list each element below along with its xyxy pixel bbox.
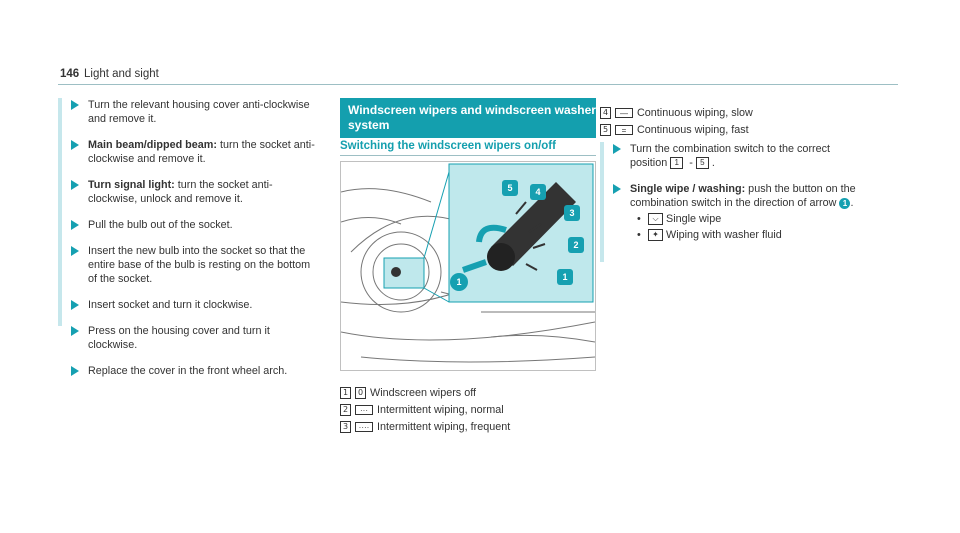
header-rule xyxy=(58,84,898,85)
wiper-switch-figure: 5 4 3 2 1 1 xyxy=(340,161,596,371)
callout-5-label: 5 xyxy=(507,183,512,193)
left-column: Turn the relevant housing cover anti-clo… xyxy=(58,98,320,390)
legend-row: 3 ···· Intermittent wiping, frequent xyxy=(340,418,510,435)
intermittent-normal-icon: ··· xyxy=(355,404,373,415)
position-number: 1 xyxy=(670,157,684,170)
callout-4-label: 4 xyxy=(535,187,540,197)
page-number: 146 xyxy=(60,68,80,80)
step-arrow-icon xyxy=(71,366,79,376)
step-item: Turn the relevant housing cover anti-clo… xyxy=(58,98,320,126)
legend-text: Windscreen wipers off xyxy=(370,386,477,399)
rotate-arrow-icon xyxy=(476,224,507,243)
dashboard-illustration: 5 4 3 2 1 1 xyxy=(340,163,596,363)
callout-3 xyxy=(564,205,580,221)
wiper-stalk xyxy=(491,182,576,266)
switch-location-marker xyxy=(383,257,425,289)
callout-1-label: 1 xyxy=(562,272,567,282)
legend-row: 5 = Continuous wiping, fast xyxy=(600,121,753,138)
step-arrow-icon xyxy=(613,184,621,194)
position-number: 4 xyxy=(600,106,611,119)
stalk-small-icon xyxy=(391,267,401,277)
legend-text: Intermittent wiping, normal xyxy=(377,403,504,416)
callout-4 xyxy=(530,184,546,200)
callout-5 xyxy=(502,180,518,196)
step-arrow-icon xyxy=(613,144,621,154)
step-arrow-icon xyxy=(71,300,79,310)
washer-fluid-icon: ✦ xyxy=(648,229,663,242)
legend-row: 4 — Continuous wiping, slow xyxy=(600,104,753,121)
step-item: Insert socket and turn it clockwise. xyxy=(58,298,320,312)
legend-text: Continuous wiping, slow xyxy=(637,106,753,119)
callout-2 xyxy=(568,237,584,253)
step-arrow-icon xyxy=(71,246,79,256)
step-item: Pull the bulb out of the socket. xyxy=(58,218,320,232)
position-legend-continued: 4 — Continuous wiping, slow 5 = Continuo… xyxy=(600,104,753,138)
step-arrow-icon xyxy=(71,326,79,336)
legend-row: 1 0 Windscreen wipers off xyxy=(340,384,510,401)
step-arrow-icon xyxy=(71,180,79,190)
subsection-heading: Switching the windscreen wipers on/off xyxy=(340,140,596,156)
callout-3-label: 3 xyxy=(569,208,574,218)
position-number: 5 xyxy=(600,123,611,136)
position-number: 1 xyxy=(340,386,351,399)
arrow-callout-1-label: 1 xyxy=(456,277,461,287)
wiper-off-symbol-icon: 0 xyxy=(355,386,366,399)
section-heading: Windscreen wipers and windscreen washer … xyxy=(340,98,596,138)
position-number: 2 xyxy=(340,403,351,416)
position-legend: 1 0 Windscreen wipers off 2 ··· Intermit… xyxy=(340,384,510,435)
position-number: 5 xyxy=(695,157,709,170)
legend-text: Intermittent wiping, frequent xyxy=(377,420,511,433)
push-arrow-icon xyxy=(462,259,487,273)
step-item: Single wipe / washing: push the button o… xyxy=(600,182,860,242)
right-column: Turn the combination switch to the corre… xyxy=(600,142,860,262)
callout-2-label: 2 xyxy=(573,240,578,250)
legend-text: Continuous wiping, fast xyxy=(637,123,749,136)
step-item: Main beam/dipped beam: turn the socket a… xyxy=(58,138,320,166)
arrow-callout-1 xyxy=(450,273,468,291)
single-wipe-icon: ⌵ xyxy=(648,213,663,226)
intermittent-frequent-icon: ···· xyxy=(355,421,373,432)
continuous-fast-icon: = xyxy=(615,124,633,135)
page-section-title: Light and sight xyxy=(84,68,159,80)
step-item: Turn the combination switch to the corre… xyxy=(600,142,860,170)
step-bar xyxy=(600,142,604,262)
bullet-item: ⌵Single wipe xyxy=(630,212,860,226)
step-arrow-icon xyxy=(71,140,79,150)
step-arrow-icon xyxy=(71,220,79,230)
step-item: Turn signal light: turn the socket anti-… xyxy=(58,178,320,206)
arrow-callout-1: 1 xyxy=(839,197,851,209)
continuous-slow-icon: — xyxy=(615,107,633,118)
step-bar xyxy=(58,98,62,326)
position-number: 3 xyxy=(340,420,351,433)
step-item: Replace the cover in the front wheel arc… xyxy=(58,364,320,378)
legend-row: 2 ··· Intermittent wiping, normal xyxy=(340,401,510,418)
step-arrow-icon xyxy=(71,100,79,110)
step-item: Press on the housing cover and turn it c… xyxy=(58,324,320,352)
bullet-item: ✦Wiping with washer fluid xyxy=(630,228,860,242)
callout-1 xyxy=(557,269,573,285)
step-item: Insert the new bulb into the socket so t… xyxy=(58,244,320,286)
